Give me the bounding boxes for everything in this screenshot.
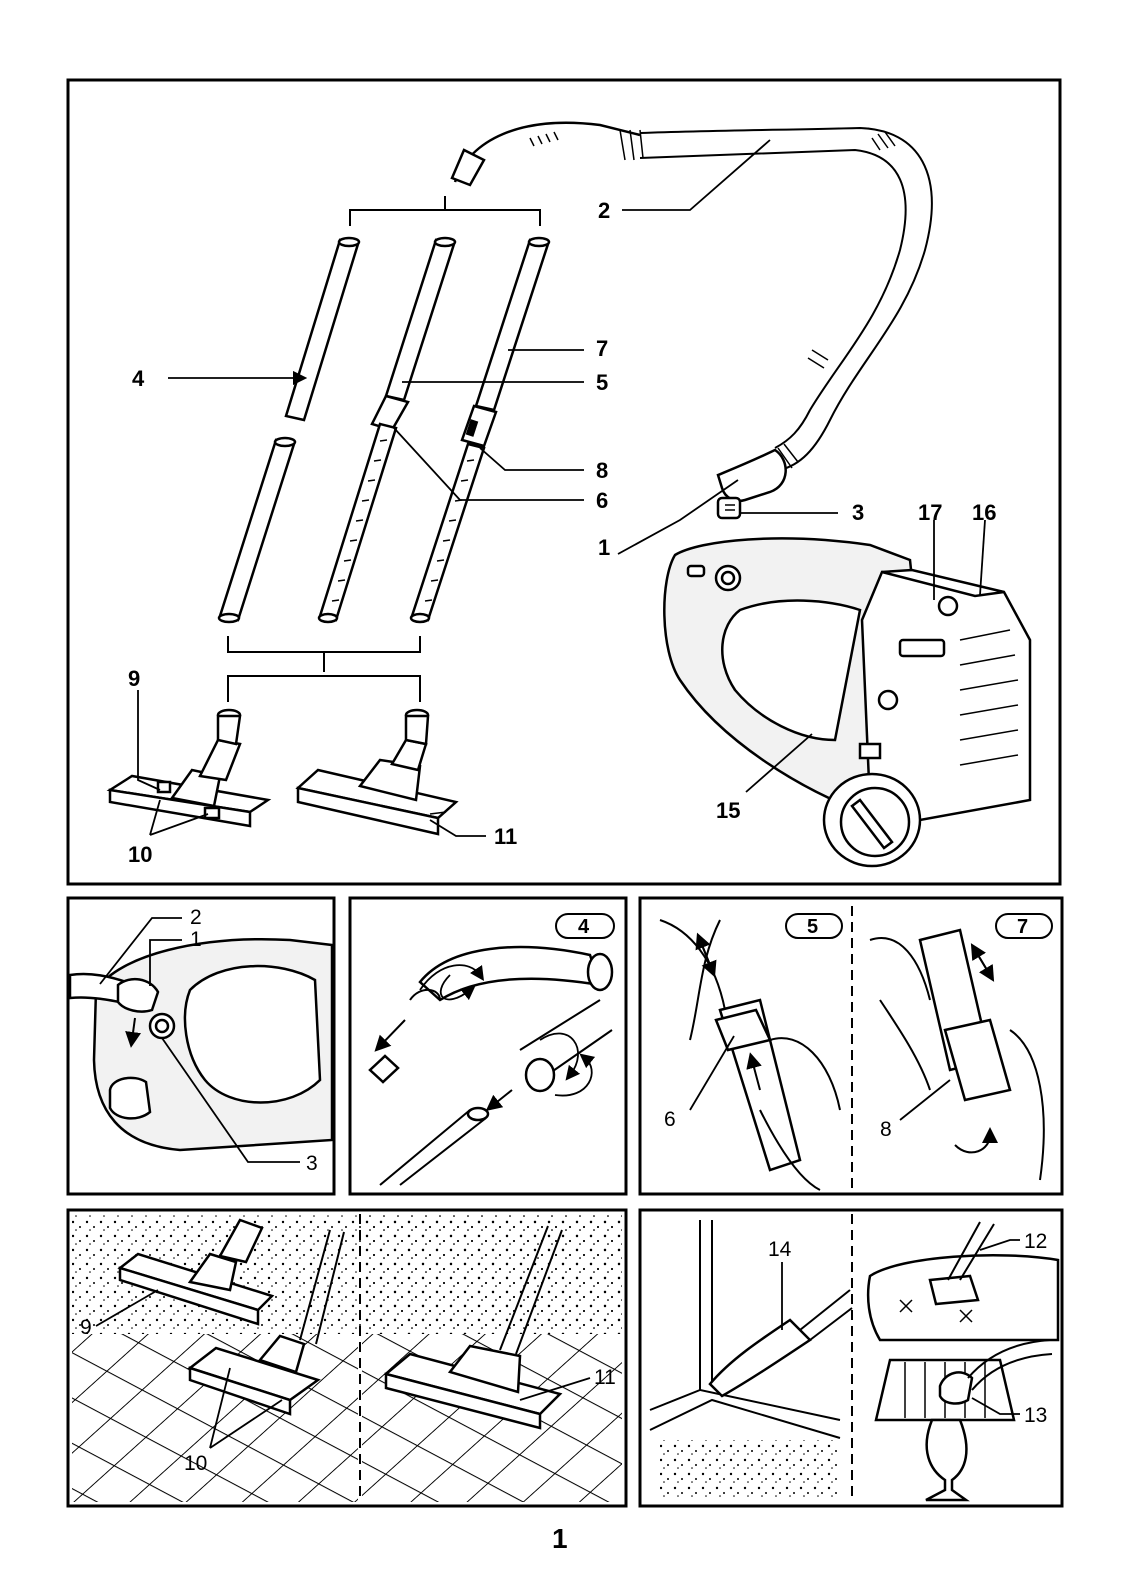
label-crevice-14: 14 — [768, 1238, 792, 1261]
label-5: 5 — [596, 370, 608, 395]
tubes-bracket — [350, 196, 540, 226]
label-9: 9 — [128, 666, 140, 691]
panel-floor-nozzles: 9 10 11 — [68, 1210, 626, 1506]
label-socket-3: 3 — [306, 1152, 318, 1175]
label-brush-13: 13 — [1024, 1404, 1047, 1427]
step-badge-7-text: 7 — [1017, 916, 1028, 938]
combi-floor-nozzle-drawing — [110, 710, 268, 826]
label-grip-1: 1 — [190, 928, 202, 951]
panel-tube-assembly: 4 — [350, 898, 626, 1194]
panel-tube-assembly-frame — [350, 898, 626, 1194]
label-parquet-11: 11 — [594, 1366, 616, 1389]
label-10: 10 — [128, 842, 152, 867]
panel-telescopic-adjust: 5 7 6 8 — [640, 898, 1062, 1194]
label-11: 11 — [494, 824, 517, 849]
page-number: 1 — [552, 1523, 568, 1554]
panel-accessories: 14 12 13 — [640, 1210, 1062, 1506]
label-17: 17 — [918, 500, 942, 525]
step-badge-5-text: 5 — [807, 916, 818, 938]
label-upholstery-12: 12 — [1024, 1230, 1047, 1253]
label-4: 4 — [132, 366, 145, 391]
label-1: 1 — [598, 535, 610, 560]
label-2: 2 — [598, 198, 610, 223]
label-combi-9: 9 — [80, 1316, 92, 1339]
parquet-floor-nozzle-drawing — [298, 710, 456, 834]
label-hose-2: 2 — [190, 906, 202, 929]
label-6: 6 — [596, 488, 608, 513]
label-sleeve-8: 8 — [880, 1118, 892, 1141]
nozzles-bracket — [228, 636, 420, 702]
label-button-6: 6 — [664, 1108, 676, 1131]
hose-tube-end — [455, 123, 640, 182]
label-15: 15 — [716, 798, 740, 823]
label-16: 16 — [972, 500, 996, 525]
label-switch-10: 10 — [184, 1452, 207, 1475]
label-3: 3 — [852, 500, 864, 525]
label-7: 7 — [596, 336, 608, 361]
main-panel: 1 2 3 4 5 6 7 8 9 10 11 15 16 17 — [68, 80, 1060, 884]
panel-hose-connect: 2 1 3 — [68, 898, 334, 1194]
step-badge-4-text: 4 — [578, 916, 590, 938]
label-8: 8 — [596, 458, 608, 483]
